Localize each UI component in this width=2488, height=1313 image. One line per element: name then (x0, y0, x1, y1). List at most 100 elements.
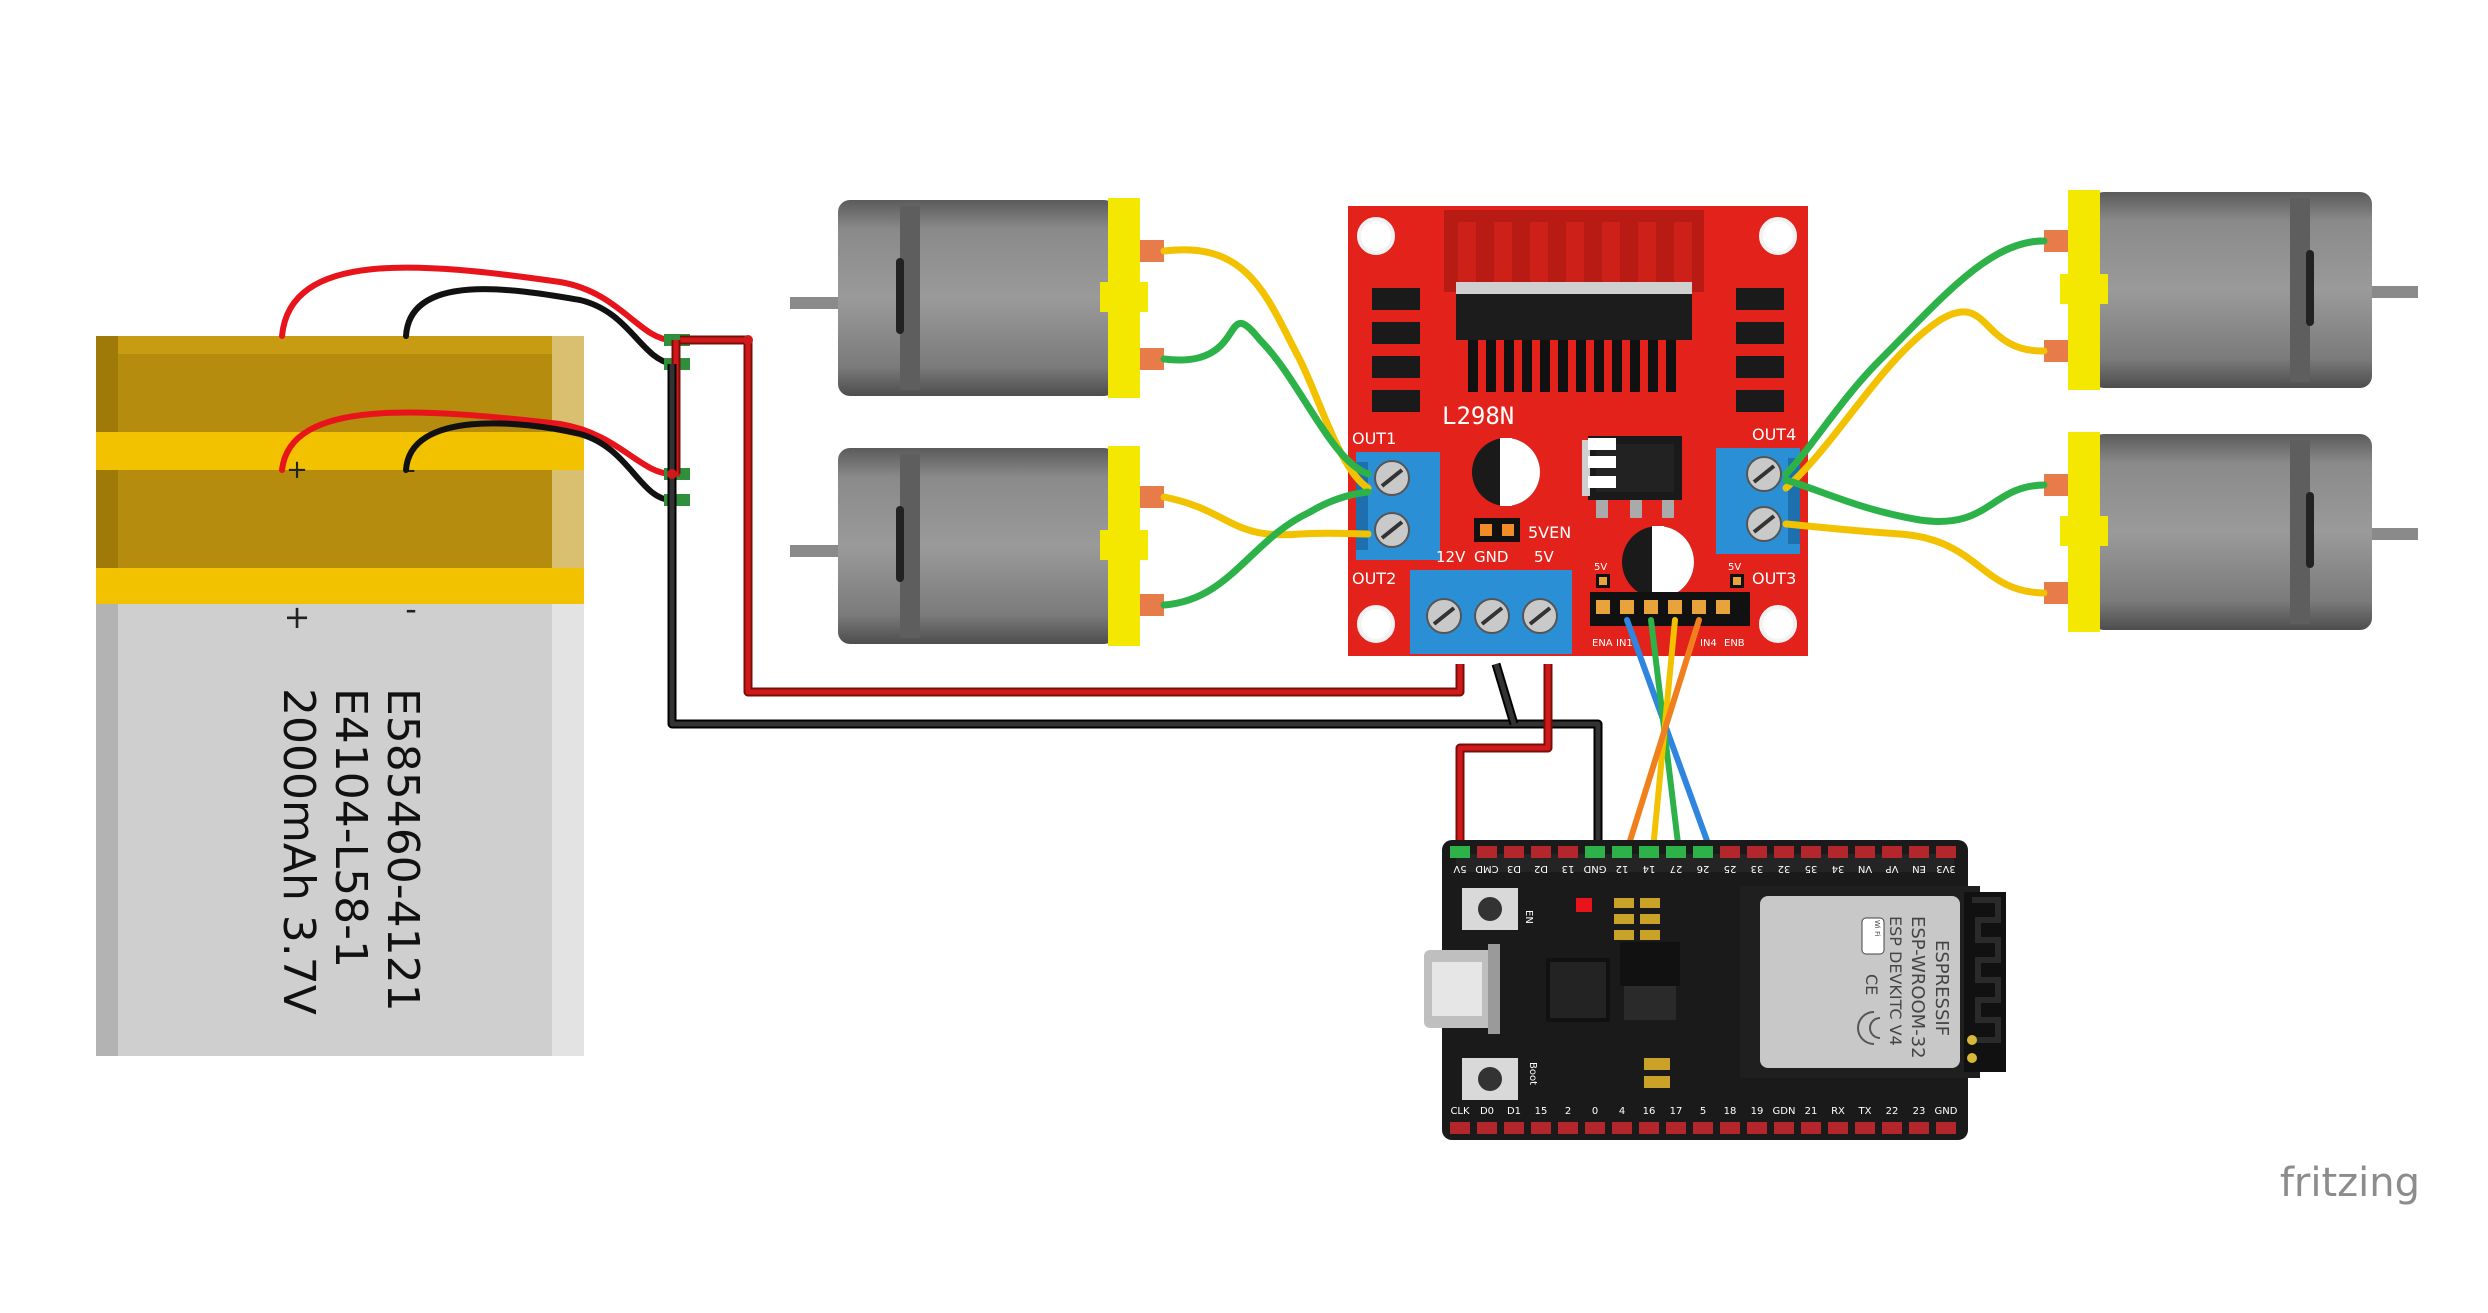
battery-plus-sign: + (284, 598, 311, 636)
pin-label-bottom_pins-4: 2 (1565, 1106, 1571, 1117)
battery-plus-sign-back: + (286, 455, 308, 485)
pin-5v-left: 5V (1594, 562, 1607, 573)
pin-label-bottom_pins-0: CLK (1450, 1106, 1470, 1117)
pin-label-top_pins-8: 27 (1670, 863, 1683, 874)
pin-label-bottom_pins-9: 5 (1700, 1106, 1706, 1117)
usb-uart-chip (1546, 958, 1610, 1022)
pin-label-bottom_pins-3: 15 (1535, 1106, 1548, 1117)
motor-top-right (2044, 190, 2418, 390)
pin-label-bottom_pins-14: RX (1831, 1106, 1845, 1117)
battery-1 (96, 336, 584, 476)
pin-label-top_pins-3: D2 (1534, 863, 1548, 874)
pin-label-top_pins-18: 3V3 (1936, 863, 1956, 874)
pin-label-bottom_pins-8: 17 (1670, 1106, 1683, 1117)
pin-label-bottom_pins-2: D1 (1507, 1106, 1521, 1117)
out3-label: OUT3 (1752, 569, 1796, 588)
5v-label: 5V (1534, 548, 1555, 566)
en-label: EN (1523, 910, 1534, 924)
battery-pack: + - + - E585460-4121 E4104-L58-1 2000mAh… (96, 336, 584, 1056)
motor-bottom-left (790, 446, 1164, 646)
pin-label-top_pins-17: EN (1912, 863, 1926, 874)
pin-label-bottom_pins-10: 18 (1724, 1106, 1737, 1117)
5ven-label: 5VEN (1528, 523, 1571, 542)
motor-bottom-right (2044, 432, 2418, 632)
smd-parts (1614, 898, 1670, 1088)
pin-label-bottom_pins-15: TX (1858, 1106, 1872, 1117)
pin-label-top_pins-16: VP (1886, 863, 1899, 874)
l298n-driver-board: L298N (1348, 206, 1808, 656)
enb-label: ENB (1724, 638, 1745, 649)
pin-label-top_pins-5: GND (1583, 863, 1606, 874)
pin-label-top_pins-10: 25 (1724, 863, 1737, 874)
pin-label-bottom_pins-16: 22 (1886, 1106, 1899, 1117)
pin-label-bottom_pins-18: GND (1935, 1106, 1958, 1117)
pin-label-top_pins-4: 13 (1562, 863, 1575, 874)
esp-wroom-32-module (1740, 886, 2006, 1078)
wifi-badge-text: Wi Fi (1873, 920, 1881, 936)
12v-label: 12V (1436, 548, 1466, 566)
pin-label-bottom_pins-1: D0 (1480, 1106, 1494, 1117)
battery-label-line2: E4104-L58-1 (325, 688, 376, 968)
pin-label-top_pins-13: 35 (1805, 863, 1818, 874)
micro-usb-port[interactable] (1424, 944, 1500, 1034)
diodes-right (1736, 288, 1784, 412)
pin-5v-right: 5V (1728, 562, 1741, 573)
motor-top-left (790, 198, 1164, 398)
terminal-out1-out2[interactable] (1356, 452, 1440, 560)
pin-label-bottom_pins-17: 23 (1913, 1106, 1926, 1117)
wifi-badge: Wi Fi (1861, 917, 1885, 955)
wifi-icon (1857, 1011, 1881, 1045)
en-button[interactable] (1462, 888, 1518, 930)
control-header[interactable] (1590, 574, 1750, 626)
module-label-line3: ESP DEVKITC V4 (1886, 916, 1905, 1046)
battery-leads (279, 264, 675, 503)
battery-2 (96, 470, 584, 1056)
ldo-regulator (1620, 942, 1680, 1020)
in1-label: IN1 (1616, 638, 1633, 649)
out4-label: OUT4 (1752, 425, 1796, 444)
terminal-out3-out4[interactable] (1716, 448, 1800, 554)
pin-label-top_pins-11: 33 (1751, 863, 1764, 874)
battery-minus-sign: - (405, 590, 417, 628)
battery-label-line1: E585460-4121 (377, 688, 428, 1012)
boot-button[interactable] (1462, 1058, 1518, 1100)
pin-label-top_pins-12: 32 (1778, 863, 1791, 874)
pin-label-bottom_pins-13: 21 (1805, 1106, 1818, 1117)
pin-label-top_pins-6: 12 (1616, 863, 1629, 874)
pin-label-bottom_pins-11: 19 (1751, 1106, 1764, 1117)
ce-mark: CE (1862, 974, 1881, 995)
pin-label-bottom_pins-6: 4 (1619, 1106, 1625, 1117)
esp32-connected-pins (1450, 846, 1713, 858)
power-wires (667, 335, 1603, 850)
terminal-power[interactable] (1410, 570, 1572, 654)
heatsink (1444, 210, 1704, 292)
gnd-label: GND (1474, 548, 1508, 566)
smd-components (1588, 438, 1616, 488)
module-label-line1: ESPRESSIF (1931, 940, 1952, 1036)
esp32-bottom-header[interactable] (1450, 1122, 1956, 1134)
power-led (1576, 898, 1592, 912)
pin-label-bottom_pins-5: 0 (1592, 1106, 1598, 1117)
motor-wires (1160, 237, 2048, 609)
chip-label: L298N (1442, 402, 1514, 430)
pin-label-top_pins-14: 34 (1832, 863, 1845, 874)
battery-label-line3: 2000mAh 3.7V (273, 688, 324, 1015)
pin-label-top_pins-2: D3 (1507, 863, 1521, 874)
capacitor-left (1472, 438, 1540, 506)
pin-label-top_pins-9: 26 (1697, 863, 1710, 874)
pin-label-bottom_pins-7: 16 (1643, 1106, 1656, 1117)
in4-label: IN4 (1700, 638, 1717, 649)
ena-label: ENA (1592, 638, 1613, 649)
pin-label-bottom_pins-12: GDN (1773, 1106, 1796, 1117)
pin-label-top_pins-0: 5V (1453, 863, 1466, 874)
pin-label-top_pins-15: VN (1858, 863, 1872, 874)
battery-minus-sign-back: - (406, 455, 415, 485)
esp32-bottom-pin-labels: CLK D0 D1 15 2 0 4 16 17 5 18 19 GDN 21 RX TX 22 23 GND (1450, 1106, 1957, 1117)
boot-label: Boot (1527, 1062, 1538, 1085)
out2-label: OUT2 (1352, 569, 1396, 588)
module-label-line2: ESP-WROOM-32 (1907, 916, 1928, 1059)
5ven-jumper (1474, 518, 1520, 542)
capacitor-right (1622, 526, 1694, 598)
pin-label-top_pins-7: 14 (1643, 863, 1656, 874)
